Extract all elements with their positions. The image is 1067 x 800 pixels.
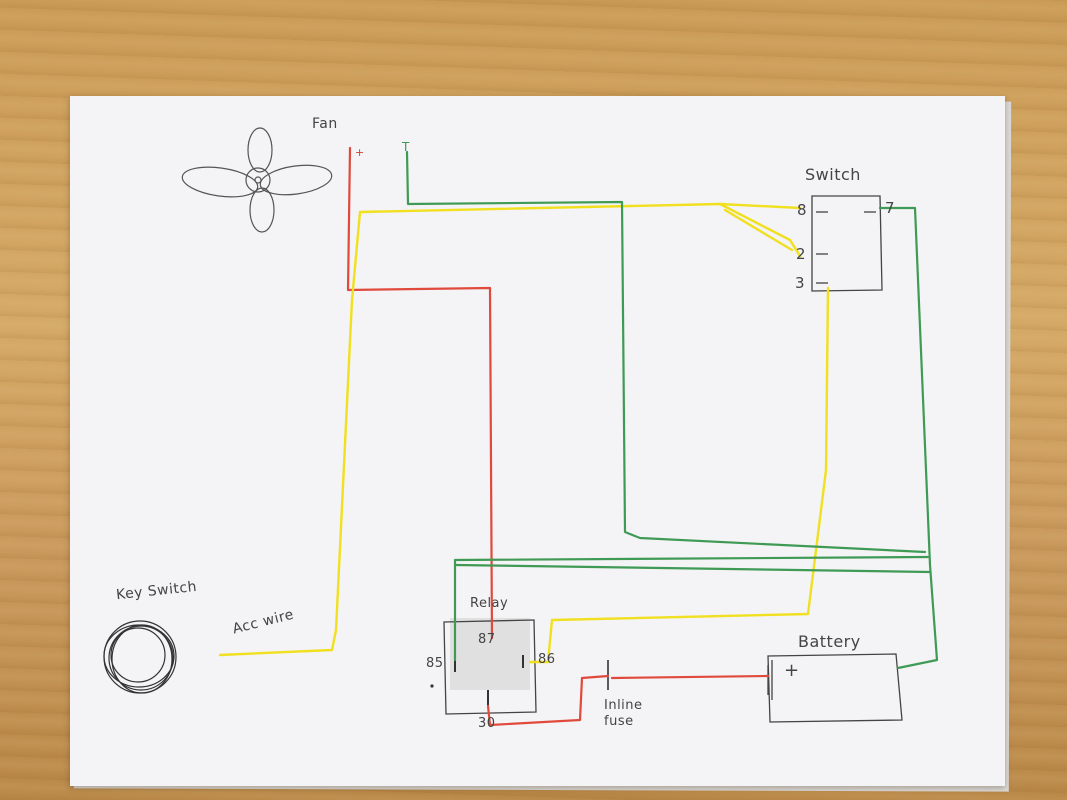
inline-fuse-label: Inline fuse bbox=[604, 698, 643, 729]
switch-label: Switch bbox=[805, 165, 861, 184]
relay-box bbox=[430, 618, 537, 715]
yellow-wires bbox=[218, 202, 830, 664]
fan-ground-label: T bbox=[402, 140, 410, 154]
relay-label: Relay bbox=[470, 596, 509, 611]
switch-pin-7-label: 7 bbox=[885, 199, 896, 217]
battery-plus-label: + bbox=[784, 660, 800, 681]
switch-box bbox=[811, 195, 883, 292]
battery-label: Battery bbox=[798, 632, 861, 651]
paper-sheet bbox=[70, 96, 1005, 786]
relay-pin-30-label: 30 bbox=[478, 716, 496, 731]
fan-plus-label: + bbox=[355, 146, 365, 159]
switch-pin-8-label: 8 bbox=[797, 201, 808, 219]
key-switch-icon bbox=[103, 620, 177, 694]
switch-pin-2-label: 2 bbox=[796, 245, 807, 263]
battery-box bbox=[767, 653, 903, 723]
relay-pin-85-label: 85 bbox=[426, 656, 444, 671]
red-wires bbox=[346, 146, 770, 727]
fan-label: Fan bbox=[312, 116, 338, 132]
green-wires bbox=[405, 150, 939, 670]
fan-icon bbox=[181, 127, 333, 233]
switch-pin-3-label: 3 bbox=[795, 274, 806, 292]
relay-pin-87-label: 87 bbox=[478, 632, 496, 647]
relay-pin-86-label: 86 bbox=[538, 652, 556, 667]
